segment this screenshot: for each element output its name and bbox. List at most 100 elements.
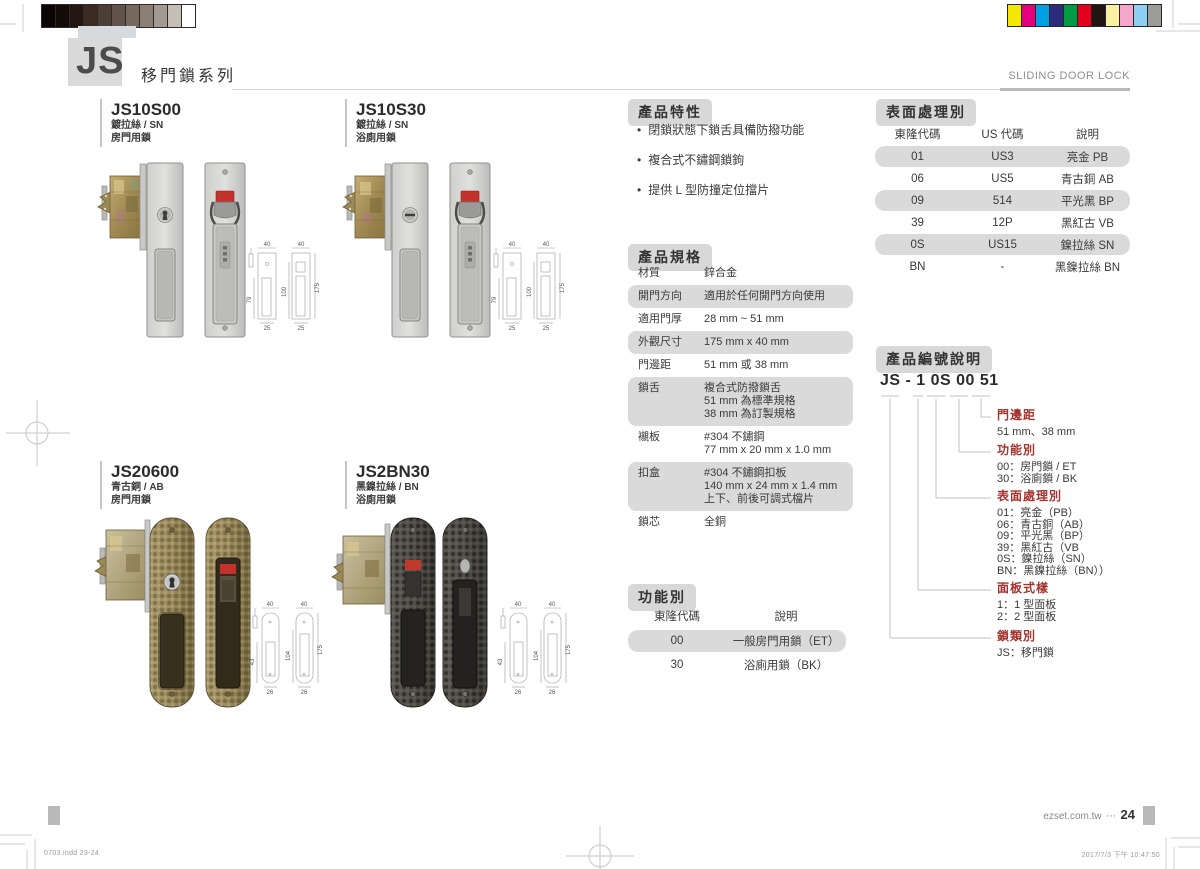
thumb-latch — [209, 201, 217, 226]
column-header: US 代碼 — [981, 129, 1024, 141]
spec-label: 門邊距 — [638, 359, 671, 371]
calibration-patch — [78, 26, 136, 38]
dimension-diagram: 40 40 175 43 104 26 26 — [498, 602, 572, 696]
section-title-numbering: 產品編號說明 — [876, 346, 992, 373]
page-marker-left — [48, 806, 60, 825]
gray-swatch — [181, 4, 196, 28]
dim-label: 175 — [560, 282, 566, 293]
color-swatch — [1119, 4, 1134, 27]
privacy-indicator — [405, 560, 421, 570]
print-timestamp: 2017/7/3 下午 10:47:50 — [1081, 852, 1160, 859]
product-label-js10s30: JS10S30 鍍拉絲 / SN 浴廁用鎖 — [345, 99, 426, 147]
spec-value: 51 mm 或 38 mm — [704, 359, 789, 371]
spec-value: 175 mm x 40 mm — [704, 336, 789, 348]
branch-heading: 面板式樣 — [997, 581, 1050, 595]
spec-value: #304 不鏽鋼扣板 140 mm x 24 mm x 1.4 mm 上下、前後… — [704, 467, 838, 505]
recessed-pull — [400, 609, 426, 687]
screw-icon — [467, 325, 473, 331]
spec-value: 複合式防撥鎖舌 51 mm 為標準規格 38 mm 為訂製規格 — [704, 382, 796, 420]
column-header: 東隆代碼 — [654, 611, 701, 623]
dim-label: 26 — [515, 690, 522, 696]
code-connector-lines — [881, 395, 991, 639]
inner-plate — [204, 162, 246, 338]
product-photo-js20600: 40 40 175 43 104 26 26 — [94, 517, 324, 708]
column-header: 說明 — [774, 611, 798, 623]
privacy-indicator — [460, 190, 480, 203]
gray-swatch — [41, 4, 56, 28]
section-title-function: 功能別 — [628, 584, 696, 611]
spec-value: 28 mm ~ 51 mm — [704, 313, 784, 325]
product-finish: 黑鎳拉絲 / BN — [356, 482, 419, 493]
brand-block — [68, 38, 122, 86]
dim-label: 25 — [543, 326, 550, 332]
color-swatch — [1007, 4, 1022, 27]
product-model: JS2BN30 — [356, 462, 430, 481]
registration-mark-bottom — [566, 826, 634, 869]
spec-value: 鋅合金 — [704, 267, 737, 279]
color-swatch — [1105, 4, 1120, 27]
screw-icon — [462, 527, 468, 533]
code-branch-panel-style: 面板式樣 1：1 型面板 2：2 型面板 — [997, 581, 1057, 623]
feature-item: 提供 L 型防撞定位擋片 — [637, 184, 867, 197]
gray-swatch — [125, 4, 140, 28]
dim-label: 100 — [527, 286, 533, 297]
outer-plate — [146, 162, 184, 338]
spec-row: 外觀尺寸 175 mm x 40 mm — [628, 331, 853, 354]
function-table-header: 東隆代碼 說明 — [628, 608, 846, 624]
branch-heading: 門邊距 — [997, 408, 1037, 422]
outer-plate — [391, 162, 429, 338]
product-label-js10s00: JS10S00 鍍拉絲 / SN 房門用鎖 — [100, 99, 181, 147]
column-header: 說明 — [1075, 129, 1099, 141]
gray-swatch — [55, 4, 70, 28]
header-rule — [232, 89, 1002, 90]
outer-plate — [149, 517, 195, 708]
page-number: 24 — [1120, 807, 1135, 822]
dim-label: 104 — [534, 650, 540, 661]
outer-plate — [390, 517, 436, 708]
product-finish: 鍍拉絲 / SN — [356, 120, 409, 131]
screw-icon — [462, 691, 468, 697]
product-finish: 青古銅 / AB — [111, 482, 164, 493]
color-swatch — [1063, 4, 1078, 27]
dim-label: 79 — [492, 296, 498, 303]
screw-icon — [222, 325, 228, 331]
gray-swatch — [111, 4, 126, 28]
spec-table: 材質 鋅合金 開門方向 適用於任何開門方向使用 適用門厚 28 mm ~ 51 … — [628, 262, 853, 534]
product-usage: 房門用鎖 — [111, 495, 151, 506]
dim-label: 40 — [267, 602, 274, 608]
spec-label: 開門方向 — [638, 290, 682, 302]
code-branch-lock-type: 鎖類別 JS：移門鎖 — [997, 629, 1054, 659]
dim-label: 40 — [543, 242, 550, 248]
spec-row: 材質 鋅合金 — [628, 262, 853, 285]
code-branch-door-edge: 門邊距 51 mm、38 mm — [997, 408, 1076, 438]
registration-mark-left — [6, 400, 70, 466]
file-info: 0703.indd 23-24 — [44, 850, 100, 857]
gray-swatch — [97, 4, 112, 28]
product-usage: 浴廁用鎖 — [356, 133, 396, 144]
separator: ⋯ — [1106, 811, 1117, 822]
spec-row: 鎖舌 複合式防撥鎖舌 51 mm 為標準規格 38 mm 為訂製規格 — [628, 377, 853, 426]
privacy-indicator — [215, 190, 235, 203]
section-title-specs: 產品規格 — [628, 244, 712, 271]
dim-label: 79 — [247, 296, 253, 303]
product-photo-js10s00: 40 40 175 79 100 25 25 — [97, 162, 321, 338]
screw-icon — [225, 691, 231, 697]
dim-label: 175 — [566, 644, 572, 655]
dim-label: 25 — [509, 326, 516, 332]
code-branch-surface: 表面處理別 01：亮金（PB） 06：青古銅（AB） 09：平光黑（BP） 39… — [997, 489, 1111, 577]
dim-label: 40 — [264, 242, 271, 248]
spec-label: 適用門厚 — [638, 313, 682, 325]
spec-value: 適用於任何開門方向使用 — [704, 290, 825, 302]
dim-label: 40 — [298, 242, 305, 248]
screw-icon — [169, 691, 175, 697]
dimension-diagram: 40 40 175 79 100 25 25 — [492, 242, 566, 332]
product-label-js20600: JS20600 青古銅 / AB 房門用鎖 — [100, 461, 179, 509]
spec-label: 鎖芯 — [638, 516, 660, 528]
color-swatch — [1077, 4, 1092, 27]
dim-label: 40 — [515, 602, 522, 608]
